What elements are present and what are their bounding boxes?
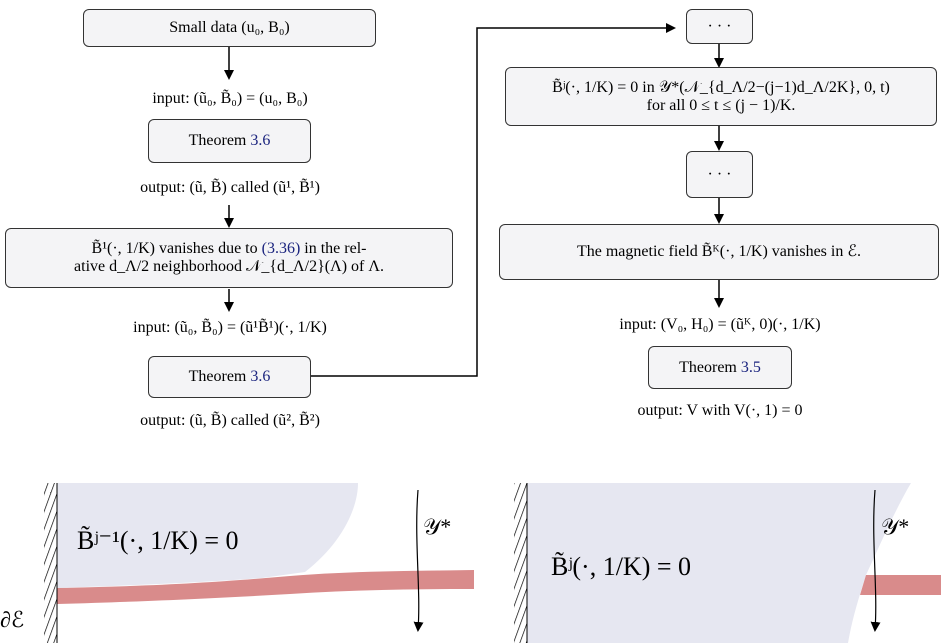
field-box: The magnetic field B̃ᴷ(·, 1/K) vanishes …: [499, 224, 939, 280]
dots-mid-label: · · ·: [707, 165, 732, 183]
dots-box-mid: · · ·: [686, 151, 753, 198]
theorem-3-link[interactable]: 3.5: [740, 358, 761, 376]
theorem-box-2: Theorem 3.6: [148, 356, 311, 398]
condition-line1: B̃ʲ(·, 1/K) = 0 in 𝒴*(𝒩_{d_Λ/2−(j−1)d_Λ/…: [552, 78, 890, 96]
right-region: [527, 483, 911, 643]
small-data-box: Small data (u₀, B₀): [83, 9, 376, 47]
output-1: output: (ũ, B̃) called (ũ¹, B̃¹): [140, 179, 320, 196]
input-1: input: (ũ₀, B̃₀) = (u₀, B₀): [152, 90, 308, 107]
left-y-arrow: [413, 489, 424, 632]
bottom-left-y-label: 𝒴*: [423, 514, 452, 539]
connector-theorem-to-dots: [311, 23, 676, 377]
theorem-3-prefix: Theorem: [679, 358, 737, 376]
theorem-1-prefix: Theorem: [188, 132, 247, 149]
boundary-label: ∂ℰ: [0, 607, 25, 632]
theorem-box-1: Theorem 3.6: [148, 119, 311, 163]
bottom-right-figure: [514, 483, 941, 643]
left-wall: [44, 483, 57, 643]
theorem-box-3: Theorem 3.5: [648, 346, 792, 389]
dots-top-label: · · ·: [707, 17, 732, 35]
right-band: [860, 575, 941, 595]
bottom-right-label: B̃ʲ(·, 1/K) = 0: [551, 552, 692, 581]
input-3: input: (V₀, H₀) = (ũᴷ, 0)(·, 1/K): [619, 316, 821, 333]
right-y-arrow: [870, 489, 881, 632]
right-wall: [514, 483, 527, 643]
vanish-line2: ative d_Λ/2 neighborhood 𝒩_{d_Λ/2}(Λ) of…: [74, 258, 384, 275]
condition-line2: for all 0 ≤ t ≤ (j − 1)/K.: [646, 96, 796, 114]
vanish-line1-post: in the rel-: [300, 240, 367, 257]
theorem-1-link[interactable]: 3.6: [250, 132, 271, 149]
output-3: output: V with V(·, 1) = 0: [637, 402, 803, 419]
input-2: input: (ũ₀, B̃₀) = (ũ¹B̃¹)(·, 1/K): [133, 319, 327, 336]
bottom-right-y-label: 𝒴*: [881, 514, 910, 539]
bottom-left-figure: [44, 483, 474, 643]
bottom-left-label: B̃ʲ⁻¹(·, 1/K) = 0: [77, 526, 239, 555]
equation-link[interactable]: (3.36): [261, 240, 301, 257]
vanish-box: B̃¹(·, 1/K) vanishes due to (3.36) in th…: [5, 228, 453, 288]
theorem-2-prefix: Theorem: [188, 368, 247, 385]
small-data-label: Small data (u₀, B₀): [169, 19, 290, 36]
dots-box-top: · · ·: [686, 9, 753, 44]
field-label: The magnetic field B̃ᴷ(·, 1/K) vanishes …: [576, 243, 862, 260]
vanish-line1-pre: B̃¹(·, 1/K) vanishes due to: [91, 240, 262, 257]
output-2: output: (ũ, B̃) called (ũ², B̃²): [140, 412, 320, 429]
condition-box: B̃ʲ(·, 1/K) = 0 in 𝒴*(𝒩_{d_Λ/2−(j−1)d_Λ/…: [505, 67, 937, 126]
theorem-2-link[interactable]: 3.6: [250, 368, 271, 385]
left-region: [57, 483, 358, 588]
left-band: [57, 570, 474, 604]
